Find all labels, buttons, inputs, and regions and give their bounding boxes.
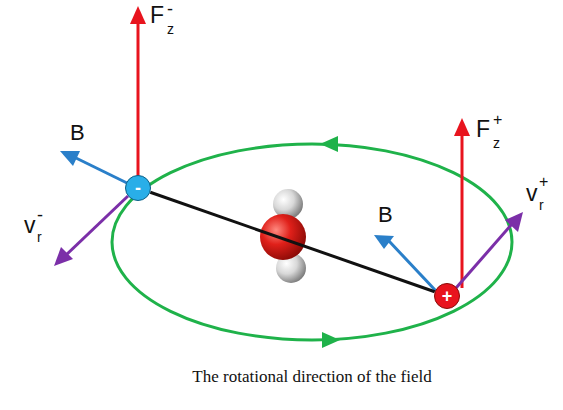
field-arrow: [76, 158, 127, 183]
arrow-label: B: [378, 204, 393, 226]
field-arrowhead: [374, 235, 394, 249]
charge-circle: +: [434, 283, 460, 309]
charge-sign: -: [135, 179, 141, 197]
arrow-label: v: [526, 182, 538, 205]
rotation-ellipse: [112, 144, 512, 340]
caption: The rotational direction of the field: [192, 366, 432, 388]
dipole-line: [150, 192, 434, 291]
arrow-label: F: [476, 118, 490, 141]
arrow-label: B: [70, 122, 85, 144]
rotation-arrowhead: [320, 136, 338, 152]
arrow-label: z: [493, 136, 500, 150]
charge-sign: +: [442, 287, 453, 305]
arrow-label: -: [167, 0, 173, 18]
velocity-arrow: [66, 196, 128, 255]
charge-circle: -: [125, 175, 151, 201]
force-arrow: [137, 22, 140, 176]
hydrogen-atom: [273, 189, 303, 219]
velocity-arrowhead: [54, 247, 73, 266]
arrow-label: v: [24, 214, 36, 237]
arrow-label: -: [37, 206, 43, 224]
arrow-label: +: [539, 174, 548, 190]
field-arrowhead: [60, 151, 80, 166]
velocity-arrow: [456, 224, 512, 288]
arrow-label: +: [493, 112, 502, 128]
oxygen-atom: [260, 214, 306, 260]
force-arrowhead: [130, 6, 146, 24]
velocity-arrowhead: [505, 212, 523, 232]
arrow-label: r: [37, 230, 42, 244]
arrow-label: r: [539, 198, 544, 212]
force-arrowhead: [454, 118, 470, 136]
arrow-label: z: [167, 22, 174, 36]
arrow-label: F: [150, 4, 164, 27]
rotation-arrowhead: [322, 332, 340, 348]
force-arrow: [461, 134, 464, 288]
